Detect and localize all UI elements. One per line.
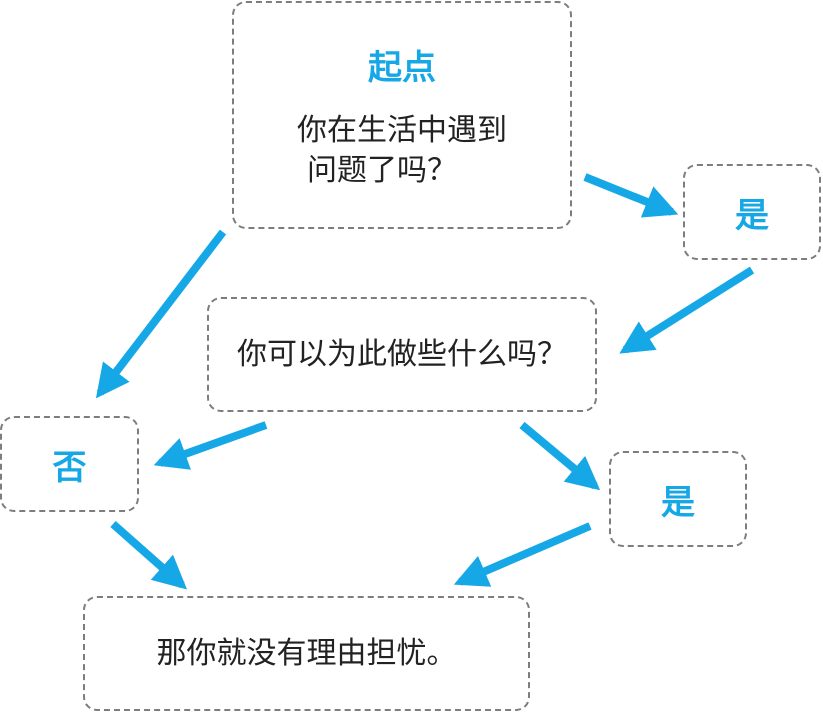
start-question-line2: 问题了吗？ [307,152,457,188]
arrow-yes2-to-end [453,522,592,587]
node-can-do: 你可以为此做些什么吗？ [207,297,597,412]
node-end: 那你就没有理由担忧。 [83,596,530,711]
node-start: 起点 你在生活中遇到 问题了吗？ [232,1,572,229]
node-yes2: 是 [609,451,747,547]
node-no: 否 [0,416,139,512]
start-title: 起点 [368,47,436,88]
yes2-label: 是 [661,482,695,523]
no-label: 否 [52,447,87,488]
arrow-start-to-yes1 [583,173,679,218]
arrow-start-to-no [95,229,227,399]
arrow-no-to-end [110,521,188,590]
start-question-line1: 你在生活中遇到 [297,112,507,148]
arrow-yes1-to-can-do [619,266,755,354]
can-do-question: 你可以为此做些什么吗？ [237,336,567,372]
start-question: 你在生活中遇到 问题了吗？ [297,111,507,191]
node-yes1: 是 [683,164,821,260]
arrow-can-do-to-no [153,421,268,470]
yes1-label: 是 [735,195,769,236]
arrow-can-do-to-yes2 [519,421,601,491]
end-text: 那你就没有理由担忧。 [156,635,457,671]
